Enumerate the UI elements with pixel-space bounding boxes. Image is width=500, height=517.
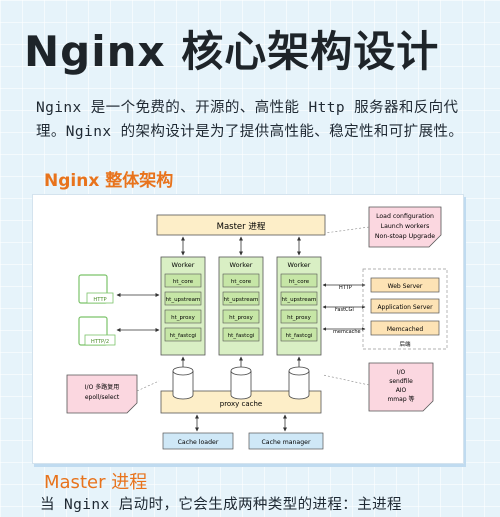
disk-icon <box>172 366 194 400</box>
note-line-2: Launch workers <box>381 223 430 230</box>
io-right-line-4: mmap 等 <box>387 395 414 403</box>
worker-1: Worker ht_core ht_upstream ht_proxy ht_f… <box>160 256 206 356</box>
w2-module-proxy: ht_proxy <box>229 315 253 321</box>
proxy-cache-label: proxy cache <box>220 400 262 408</box>
page-title: Nginx 核心架构设计 <box>24 27 440 76</box>
client-http2: HTTP/2 <box>78 316 116 346</box>
master-process-box <box>156 214 326 236</box>
disk-icon <box>230 366 252 400</box>
master-process-label: Master 进程 <box>217 222 266 232</box>
worker-2-label: Worker <box>230 261 253 269</box>
cache-loader-label: Cache loader <box>178 439 219 446</box>
intro-paragraph: Nginx 是一个免费的、开源的、高性能 Http 服务器和反向代理。Nginx… <box>36 100 464 140</box>
backend-group <box>362 268 448 350</box>
w1-module-upstream: ht_upstream <box>166 297 201 303</box>
io-left-note <box>66 374 138 414</box>
client-http2-label: HTTP/2 <box>91 339 109 345</box>
io-right-note <box>368 362 434 412</box>
io-right-line-3: AIO <box>396 387 407 394</box>
section-heading-master: Master 进程 <box>44 472 148 493</box>
backend-web-server <box>370 277 440 293</box>
backend-memcached-label: Memcached <box>387 326 423 333</box>
proto-fastcgi-label: FastCGI <box>335 307 354 313</box>
w1-module-fastcgi: ht_fastcgi <box>170 333 197 339</box>
backend-app-server-label: Application Server <box>377 304 433 311</box>
w3-module-upstream: ht_upstream <box>282 297 317 303</box>
backend-app-server <box>370 298 440 314</box>
master-note <box>368 206 442 248</box>
client-http: HTTP <box>78 274 114 304</box>
proto-http-label: HTTP <box>339 285 352 291</box>
w2-module-core: ht_core <box>231 279 252 285</box>
client-http-label: HTTP <box>93 297 106 303</box>
worker-1-label: Worker <box>172 261 195 269</box>
w3-module-proxy: ht_proxy <box>287 315 311 321</box>
worker-2: Worker ht_core ht_upstream ht_proxy ht_f… <box>218 256 264 356</box>
worker-3: Worker ht_core ht_upstream ht_proxy ht_f… <box>276 256 322 356</box>
backend-web-server-label: Web Server <box>388 283 423 290</box>
cache-loader-box <box>162 432 234 450</box>
w2-module-fastcgi: ht_fastcgi <box>228 333 255 339</box>
master-description: 当 Nginx 启动时，它会生成两种类型的进程：主进程 <box>40 497 402 513</box>
w3-module-fastcgi: ht_fastcgi <box>286 333 313 339</box>
architecture-diagram: Master 进程 Load configuration Launch work… <box>66 206 448 450</box>
cache-manager-label: Cache manager <box>261 439 310 446</box>
io-right-line-1: I/O <box>397 369 406 376</box>
io-left-line-2: epoll/select <box>85 394 120 401</box>
architecture-diagram-panel: Master 进程 Load configuration Launch work… <box>32 194 464 464</box>
w1-module-core: ht_core <box>173 279 194 285</box>
w3-module-core: ht_core <box>289 279 310 285</box>
io-left-line-1: I/O 多路复用 <box>85 383 119 391</box>
proto-memcache-label: memcache <box>333 329 361 335</box>
w2-module-upstream: ht_upstream <box>224 297 259 303</box>
backend-caption: 后端 <box>399 340 411 348</box>
section-heading-overall: Nginx 整体架构 <box>44 171 174 191</box>
cache-manager-box <box>248 432 324 450</box>
w1-module-proxy: ht_proxy <box>171 315 195 321</box>
note-line-3: Non-stoap Upgrade <box>375 233 435 240</box>
backend-memcached <box>370 320 440 336</box>
note-line-1: Load configuration <box>376 213 434 220</box>
io-right-line-2: sendfile <box>389 378 413 385</box>
disk-icon <box>288 366 310 400</box>
worker-3-label: Worker <box>288 261 311 269</box>
